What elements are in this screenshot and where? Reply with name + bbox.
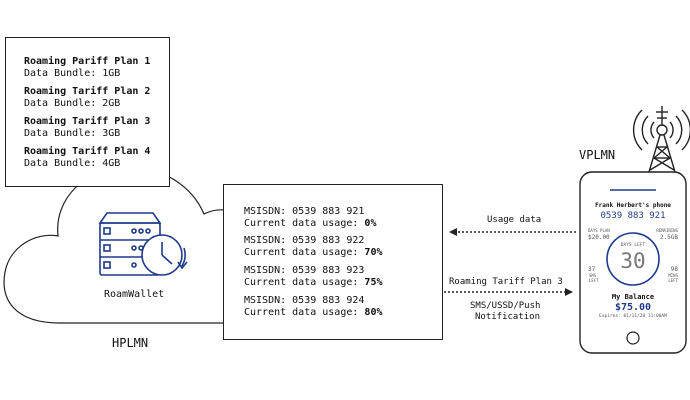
mins-left-value: 98 (670, 266, 678, 273)
subscriber-row: MSISDN: 0539 883 923 Current data usage:… (244, 265, 382, 288)
msisdn-text: MSISDN: 0539 883 922 (244, 235, 365, 246)
sms-left-value: 37 (588, 266, 596, 273)
usage-data-arrow (449, 228, 576, 236)
plan-bundle: Data Bundle: 4GB (24, 157, 121, 169)
plan-item: Roaming Tariff Plan 2 Data Bundle: 2GB (24, 86, 150, 109)
plan-arrow-label: Roaming Tariff Plan 3 (449, 277, 563, 287)
tariff-plans-panel: Roaming Pariff Plan 1 Data Bundle: 1GB R… (5, 37, 170, 187)
usage-label: Current data usage: (244, 276, 359, 288)
plan-bundle: Data Bundle: 1GB (24, 67, 121, 79)
sms-left-label-2: LEFT (589, 278, 599, 283)
phone-number: 0539 883 921 (600, 211, 666, 221)
usage-label: Current data usage: (244, 246, 359, 258)
balance-expiry: Expires: 01/11/20 11:00AM (599, 314, 667, 319)
subscriber-row: MSISDN: 0539 883 922 Current data usage:… (244, 235, 382, 258)
hplmn-label: HPLMN (112, 336, 149, 350)
days-left-label: DAYS LEFT (620, 243, 646, 248)
plan-item: Roaming Tariff Plan 4 Data Bundle: 4GB (24, 146, 150, 169)
usage-value: 75% (364, 276, 383, 288)
subscriber-usage-panel: MSISDN: 0539 883 921 Current data usage:… (223, 184, 443, 340)
days-left-value: 30 (620, 249, 646, 273)
plan-name: Roaming Tariff Plan 2 (24, 86, 151, 97)
phone-owner: Frank Herbert's phone (595, 202, 671, 209)
mins-left-label: MINS (668, 273, 678, 278)
subscriber-row: MSISDN: 0539 883 921 Current data usage:… (244, 206, 376, 229)
usage-value: 0% (364, 217, 377, 229)
msisdn-text: MSISDN: 0539 883 924 (244, 295, 365, 306)
sms-left-label: SMS (589, 273, 597, 278)
usage-value: 70% (364, 246, 383, 258)
usage-label: Current data usage: (244, 306, 359, 318)
cell-tower-icon (632, 106, 690, 173)
days-plan-value: $20.00 (588, 234, 610, 241)
plan-item: Roaming Tariff Plan 3 Data Bundle: 3GB (24, 116, 150, 139)
plan-arrow (444, 288, 573, 296)
server-label: RoamWallet (104, 289, 165, 300)
msisdn-text: MSISDN: 0539 883 921 (244, 206, 365, 217)
subscriber-row: MSISDN: 0539 883 924 Current data usage:… (244, 295, 382, 318)
plan-item: Roaming Pariff Plan 1 Data Bundle: 1GB (24, 56, 150, 79)
usage-label: Current data usage: (244, 217, 359, 229)
mins-left-label-2: LEFT (668, 278, 678, 283)
notification-label-line2: Notification (475, 312, 541, 322)
vplmn-label: VPLMN (579, 148, 616, 162)
balance-label: My Balance (611, 293, 655, 301)
plan-bundle: Data Bundle: 2GB (24, 97, 121, 109)
refresh-clock-icon (141, 234, 188, 276)
remaining-value: 2.5GB (659, 234, 678, 241)
notification-label-line1: SMS/USSD/Push (470, 301, 541, 311)
msisdn-text: MSISDN: 0539 883 923 (244, 265, 365, 276)
plan-name: Roaming Tariff Plan 3 (24, 116, 151, 127)
balance-value: $75.00 (614, 302, 652, 313)
remaining-label: REMAINING (656, 228, 678, 233)
usage-value: 80% (364, 306, 383, 318)
usage-data-label: Usage data (487, 215, 542, 225)
plan-name: Roaming Tariff Plan 4 (24, 146, 151, 157)
plan-name: Roaming Pariff Plan 1 (24, 56, 151, 67)
server-icon (98, 212, 162, 276)
days-plan-label: DAYS PLAN (588, 228, 610, 233)
phone-frame (579, 171, 687, 354)
plan-bundle: Data Bundle: 3GB (24, 127, 121, 139)
